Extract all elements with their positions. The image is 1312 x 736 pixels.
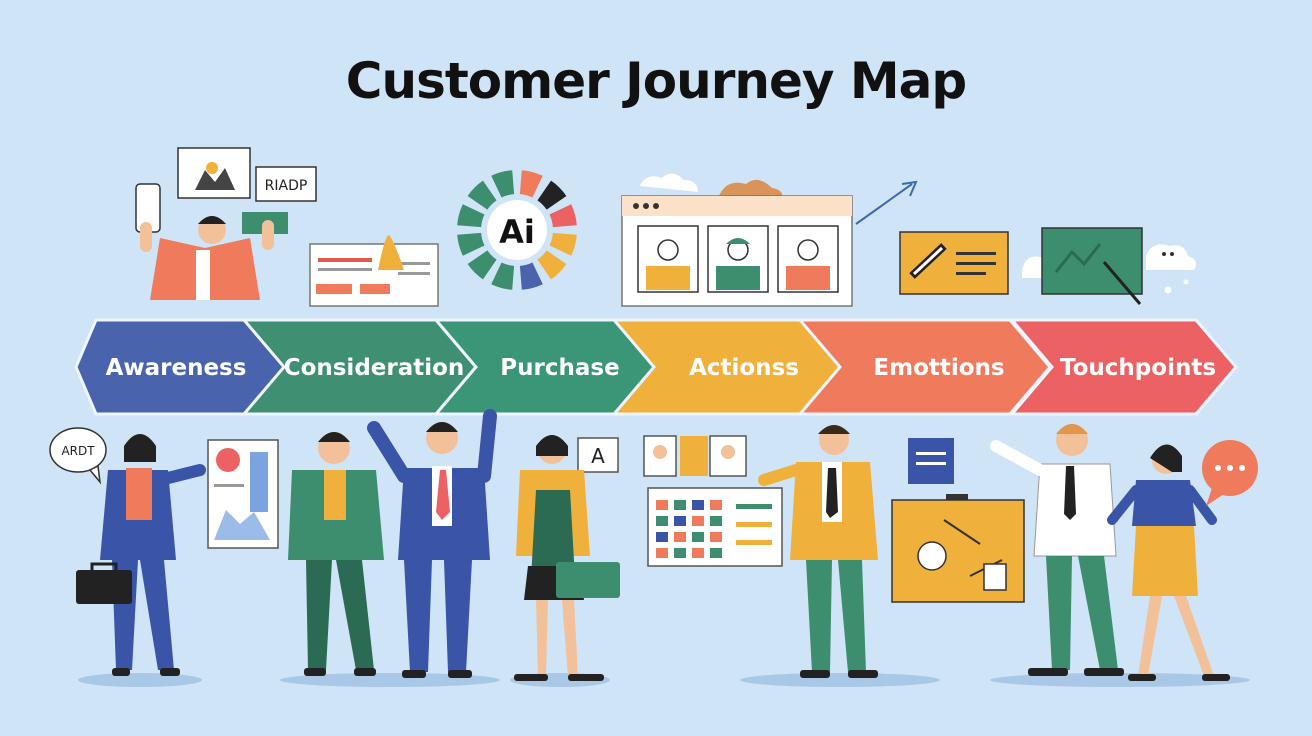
schedule-cell	[692, 516, 704, 526]
schedule-cell	[656, 516, 668, 526]
wheel-segment	[457, 232, 485, 256]
schedule-cell	[674, 516, 686, 526]
schedule-cell	[692, 532, 704, 542]
schedule-cell	[674, 532, 686, 542]
schedule-cell	[656, 500, 668, 510]
schedule-cell	[692, 548, 704, 558]
schedule-cell	[710, 548, 722, 558]
ardt-bubble-text: ARDT	[61, 444, 95, 458]
wheel-segment	[549, 204, 577, 228]
chat-bubble-icon	[1202, 440, 1258, 506]
ardt-speech-bubble: ARDT	[49, 427, 107, 485]
riadp-sign-text: RIADP	[265, 178, 308, 194]
schedule-cell	[656, 532, 668, 542]
stage-label: Purchase	[500, 355, 619, 381]
stage-label: Consideration	[284, 355, 465, 381]
page-title: Customer Journey Map	[345, 52, 967, 110]
form-card-illustration	[309, 235, 439, 307]
stage-label: Actionss	[689, 355, 799, 381]
browser-window-illustration	[621, 173, 918, 307]
schedule-grid	[656, 500, 722, 558]
wheel-segment	[519, 262, 543, 290]
businesswoman-figure	[76, 434, 206, 676]
wheel-segment	[537, 180, 567, 210]
wheel-segment	[491, 262, 515, 290]
schedule-cell	[710, 532, 722, 542]
wheel-segment	[467, 180, 497, 210]
schedule-cell	[710, 500, 722, 510]
schedule-cell	[674, 548, 686, 558]
chalkboard-illustration	[1022, 227, 1196, 305]
wheel-segment	[549, 232, 577, 256]
schedule-cell	[656, 548, 668, 558]
dashboard-card-illustration	[207, 439, 279, 549]
ai-color-wheel	[457, 170, 577, 290]
ai-wheel-label: Ai	[499, 213, 535, 251]
man-white-shirt-figure	[990, 424, 1124, 676]
wheel-segment	[537, 250, 567, 280]
stage-chevron-emottions	[796, 318, 1052, 416]
stage-label: Awareness	[106, 355, 247, 381]
stage-label: Emottions	[873, 355, 1004, 381]
schedule-cell	[692, 500, 704, 510]
man-blue-suit-figure	[367, 409, 497, 678]
schedule-cell	[674, 500, 686, 510]
journey-stages: Awareness Consideration Purchase Actionss Em…	[74, 318, 1238, 416]
stage-label: Touchpoints	[1060, 355, 1216, 381]
easel-board-illustration	[891, 438, 1025, 603]
wheel-segment	[519, 170, 543, 198]
schedule-board-illustration	[643, 435, 783, 567]
notepad-illustration	[899, 231, 1009, 295]
schedule-cell	[710, 516, 722, 526]
a-letter-card: A	[591, 444, 605, 468]
wheel-segment	[457, 204, 485, 228]
ground-shadows	[78, 673, 1250, 687]
stage-chevron-touchpoints	[1008, 318, 1238, 416]
wheel-segment	[491, 170, 515, 198]
woman-yellow-jacket-figure: A	[514, 435, 620, 681]
man-yellow-jacket-figure	[758, 425, 878, 678]
woman-blue-top-figure	[1107, 444, 1230, 681]
presenter-with-signs-illustration: RIADP	[135, 147, 317, 300]
wheel-segment	[467, 250, 497, 280]
man-green-suit-figure	[288, 432, 384, 676]
